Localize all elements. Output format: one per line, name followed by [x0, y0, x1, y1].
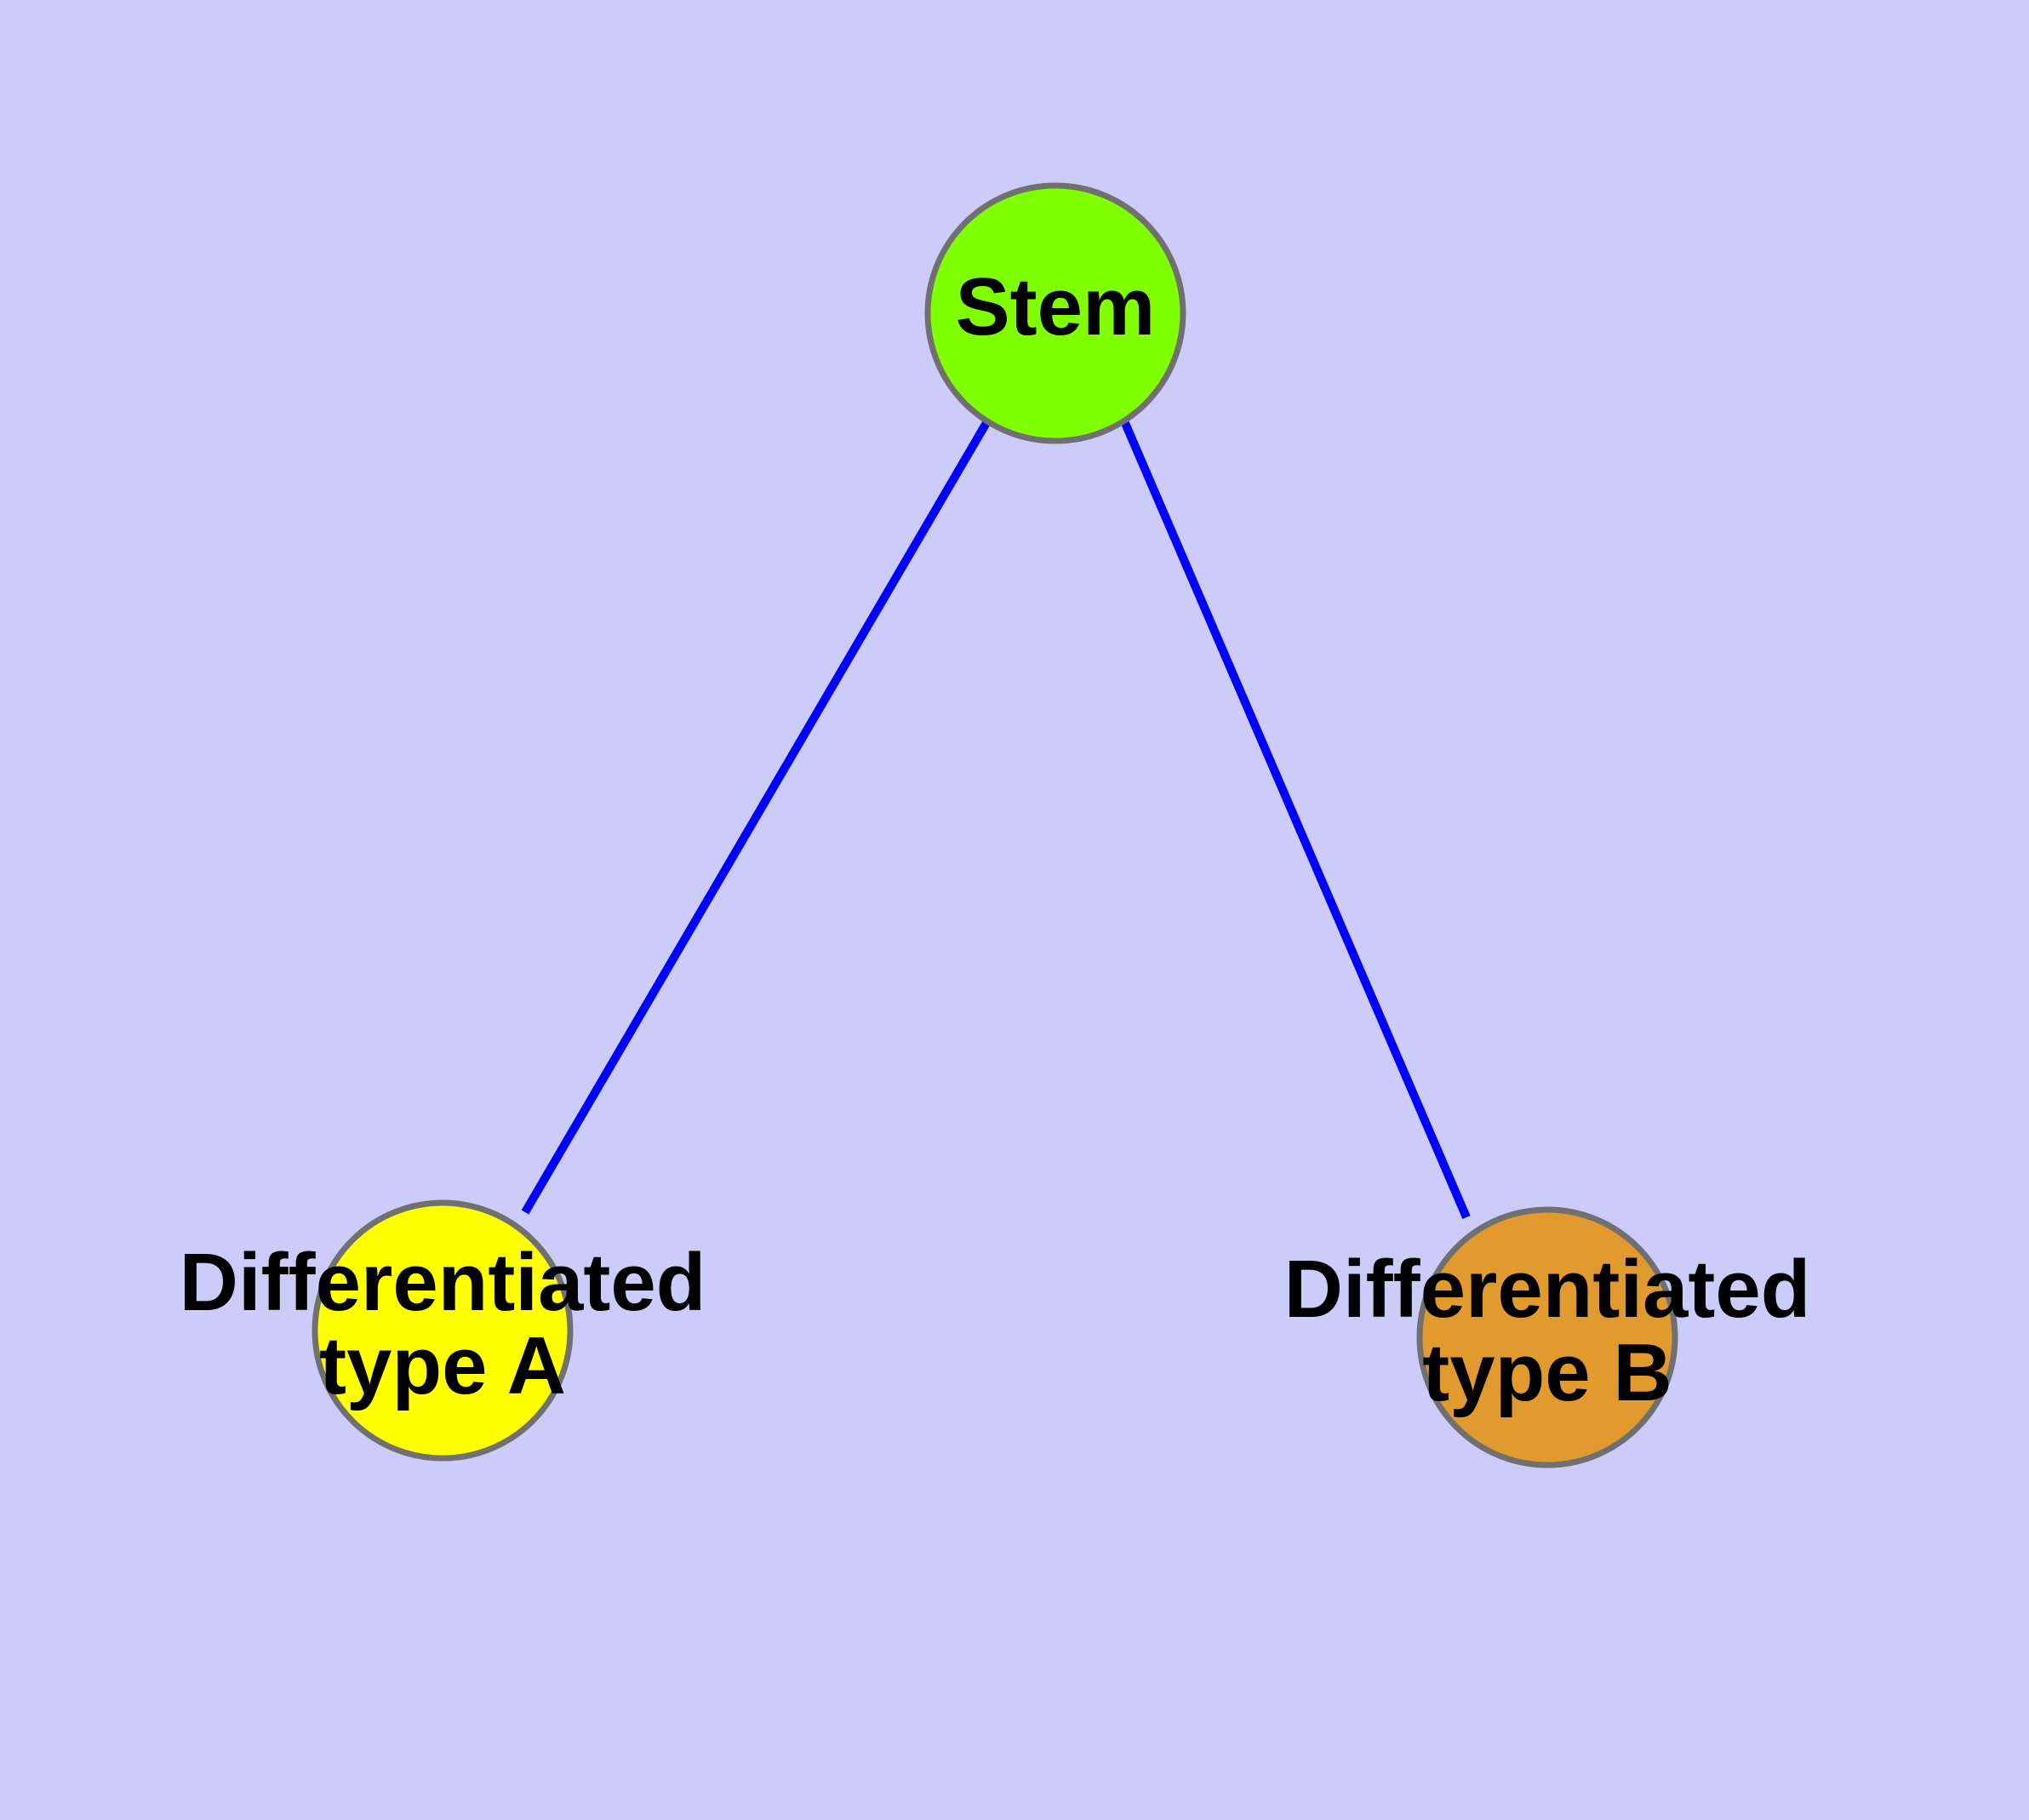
edge-stem-diff-a[interactable]	[521, 419, 992, 1215]
node-label-stem: Stem	[956, 261, 1156, 352]
node-circle-stem[interactable]	[924, 182, 1186, 444]
node-circle-diff_a[interactable]	[311, 1199, 574, 1462]
node-label-line: type A	[319, 1320, 566, 1411]
node-label-line: Stem	[956, 261, 1156, 352]
edges-layer	[521, 419, 1471, 1219]
node-label-line: Differentiated	[1284, 1244, 1811, 1335]
node-circle-diff_b[interactable]	[1416, 1206, 1678, 1468]
node-label-line: type B	[1422, 1327, 1672, 1418]
node-label-line: Differentiated	[180, 1237, 706, 1328]
node-stem[interactable]: Stem	[924, 182, 1186, 444]
edge-stem-diff-b[interactable]	[1121, 421, 1471, 1219]
